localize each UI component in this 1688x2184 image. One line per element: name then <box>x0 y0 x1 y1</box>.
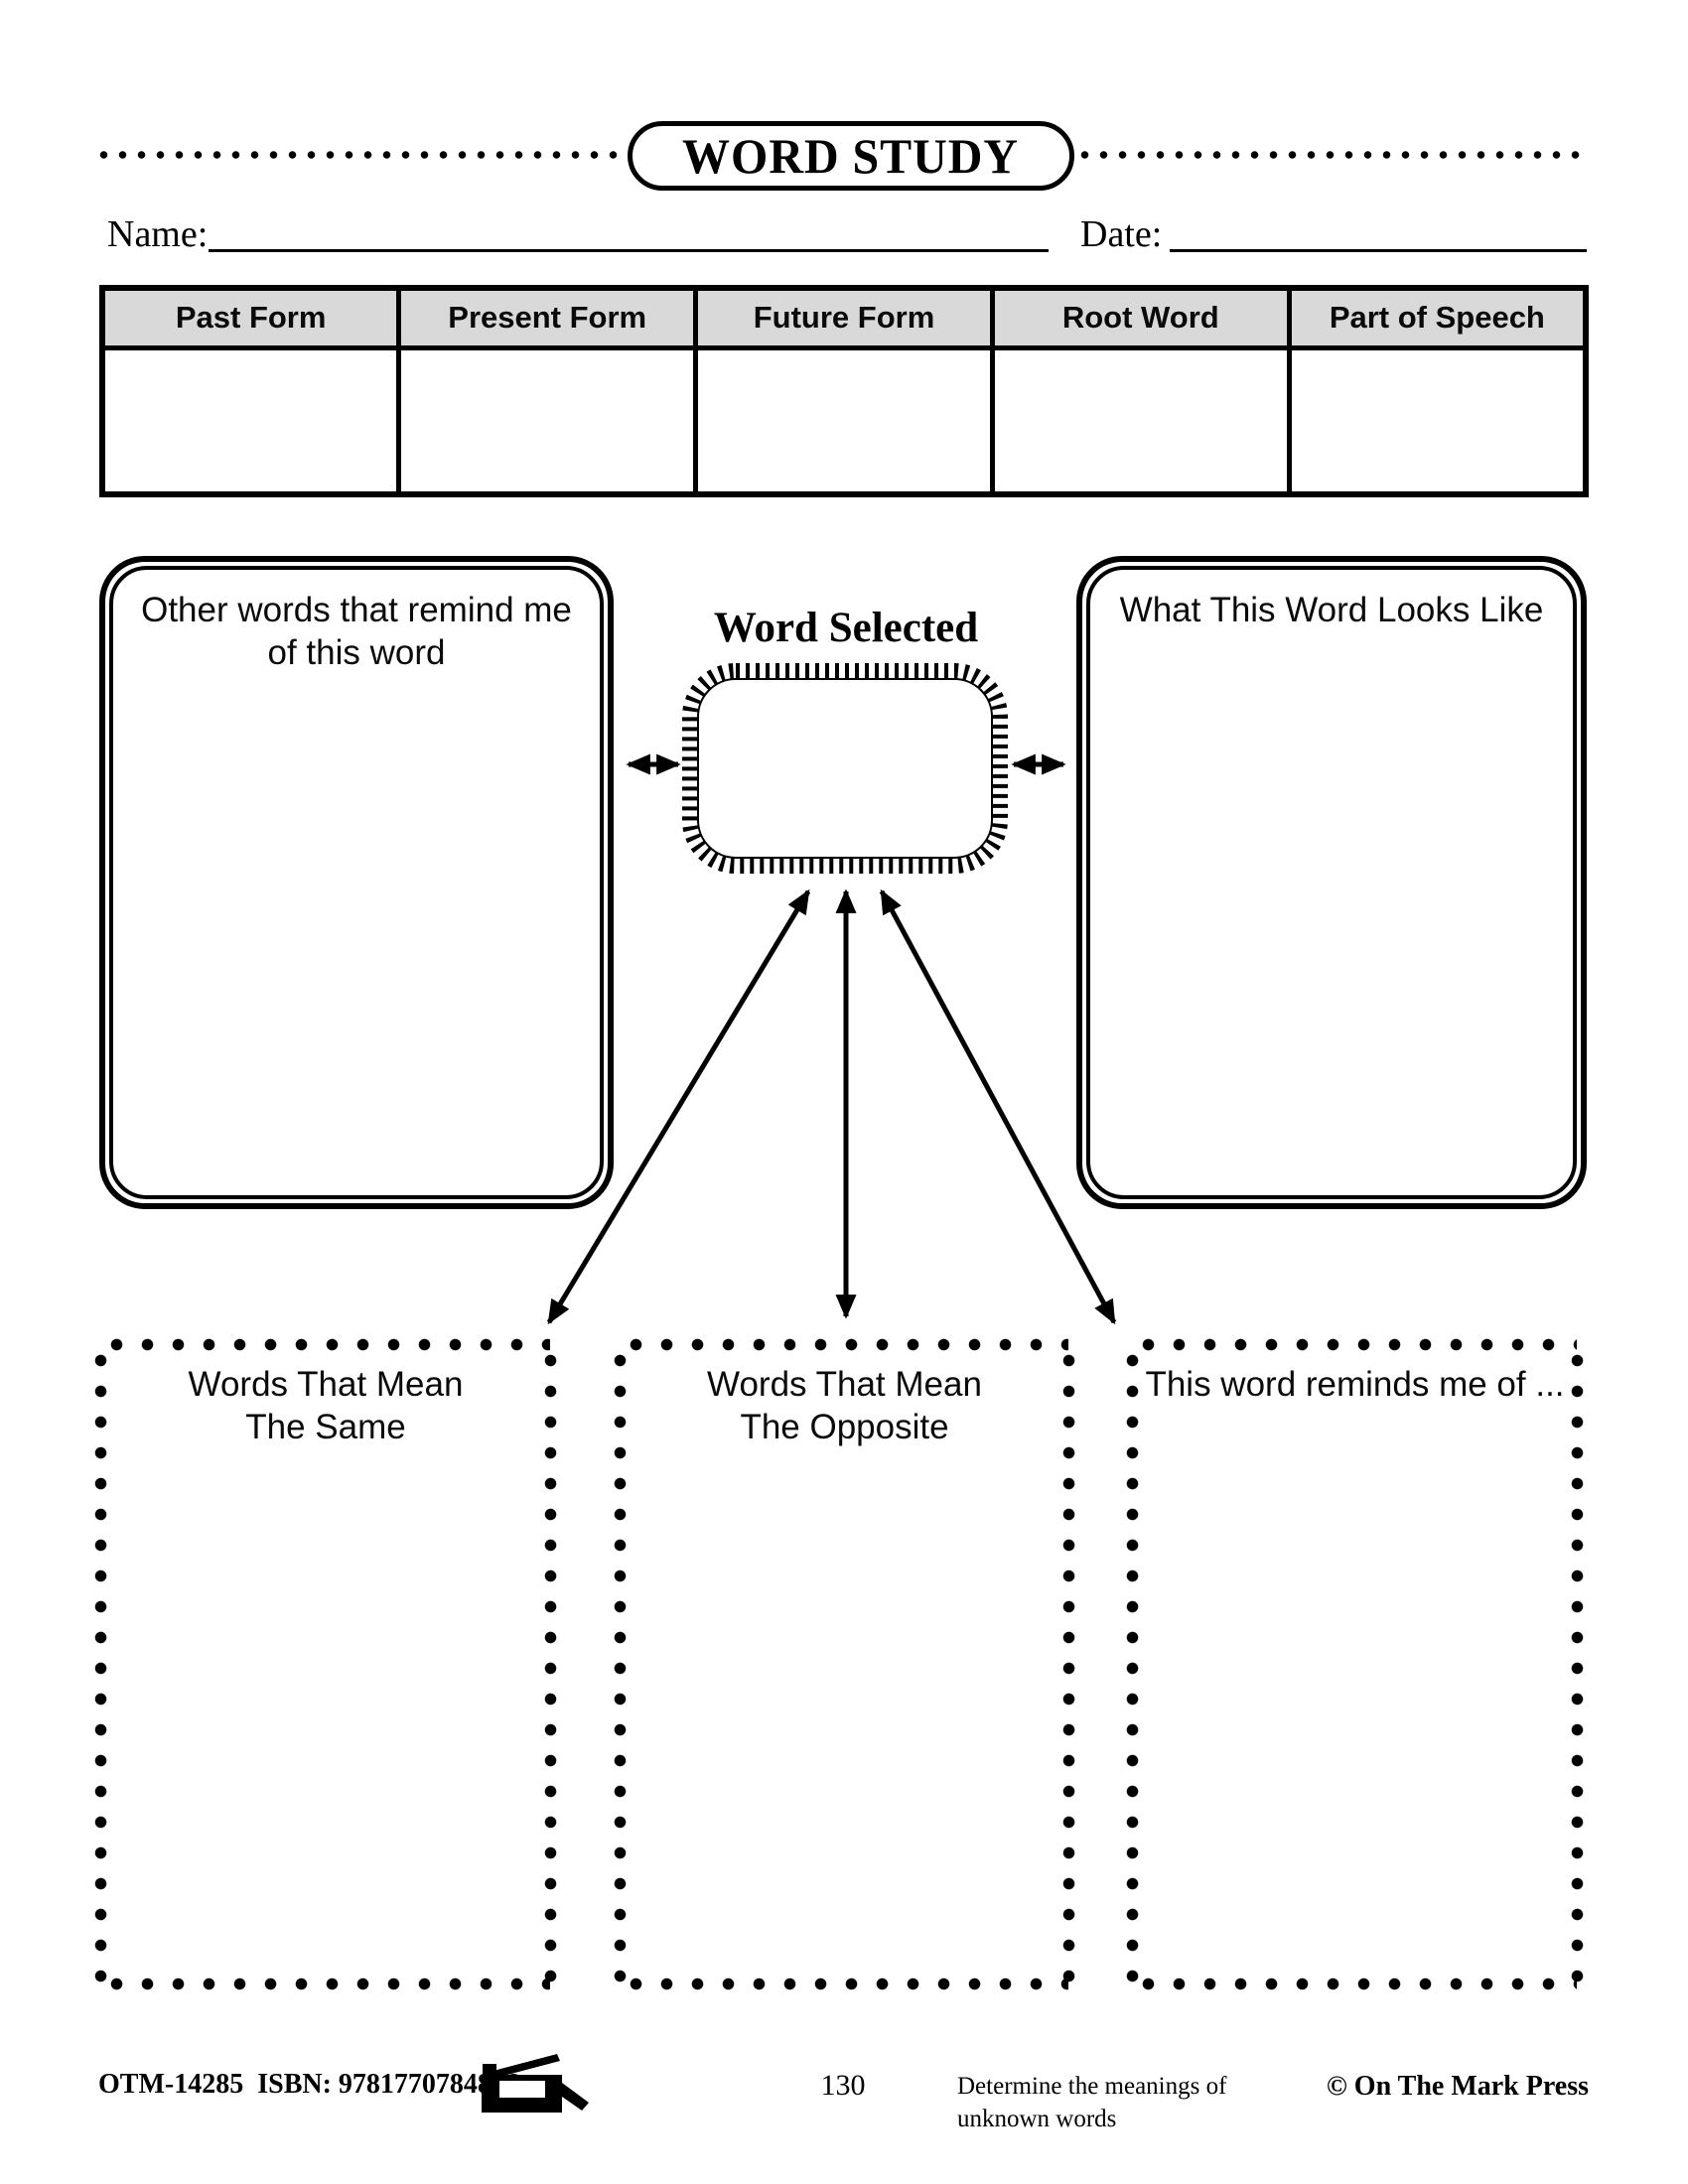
synonyms-box-border-bottom <box>101 1978 550 1990</box>
footer-description: Determine the meanings of unknown words <box>957 2071 1226 2135</box>
synonyms-title: Words That Mean The Same <box>94 1338 557 1448</box>
other-words-title-line2: of this word <box>267 632 446 672</box>
other-words-box-inner: Other words that remind me of this word <box>109 566 604 1199</box>
word-selected-label: Word Selected <box>713 605 979 651</box>
product-code: OTM-14285 <box>98 2069 244 2100</box>
table-cell-past-form <box>99 344 402 497</box>
page-number: 130 <box>820 2069 866 2102</box>
synonyms-title-line1: Words That Mean <box>188 1365 464 1404</box>
synonyms-box-border-left <box>94 1345 107 1983</box>
table-header-row: Past Form Present Form Future Form Root … <box>99 285 1589 350</box>
table-cell-root-word <box>989 344 1292 497</box>
reminds-box-border-bottom <box>1133 1978 1577 1990</box>
table-cell-part-of-speech <box>1286 344 1589 497</box>
synonyms-box-border-top <box>101 1338 550 1351</box>
table-cell-present-form <box>396 344 699 497</box>
antonyms-title: Words That Mean The Opposite <box>614 1338 1075 1448</box>
date-line <box>1170 249 1587 252</box>
reminds-box-border-right <box>1571 1345 1584 1983</box>
name-line <box>209 249 1049 252</box>
table-cell-future-form <box>693 344 995 497</box>
column-header-future-form: Future Form <box>693 285 995 350</box>
reminds-box-border-left <box>1126 1345 1139 1983</box>
date-label: Date: <box>1080 213 1163 255</box>
footer-description-line1: Determine the meanings of <box>957 2073 1227 2100</box>
antonyms-box-border-bottom <box>621 1978 1068 1990</box>
word-selected-box-inner-line <box>697 678 993 859</box>
word-forms-table: Past Form Present Form Future Form Root … <box>99 285 1589 497</box>
antonyms-box-border-top <box>621 1338 1068 1351</box>
footer-description-line2: unknown words <box>957 2105 1117 2132</box>
column-header-present-form: Present Form <box>396 285 699 350</box>
isbn: ISBN: 9781770784826 <box>257 2069 519 2100</box>
synonyms-title-line2: The Same <box>245 1407 406 1446</box>
page-title: WORD STUDY <box>682 128 1020 184</box>
other-words-title: Other words that remind me of this word <box>113 590 600 674</box>
synonyms-box: Words That Mean The Same <box>94 1338 557 1990</box>
looks-like-title: What This Word Looks Like <box>1119 591 1544 629</box>
antonyms-title-line2: The Opposite <box>740 1407 949 1446</box>
antonyms-box-border-left <box>614 1345 627 1983</box>
other-words-box: Other words that remind me of this word <box>99 556 614 1209</box>
antonyms-box-border-right <box>1062 1345 1075 1983</box>
column-header-part-of-speech: Part of Speech <box>1286 285 1589 350</box>
column-header-root-word: Root Word <box>989 285 1292 350</box>
antonyms-box: Words That Mean The Opposite <box>614 1338 1075 1990</box>
table-row <box>99 344 1589 497</box>
page-title-badge: WORD STUDY <box>628 121 1074 191</box>
other-words-title-line1: Other words that remind me <box>141 591 572 629</box>
reminds-box: This word reminds me of ... <box>1126 1338 1584 1990</box>
reminds-box-border-top <box>1133 1338 1577 1351</box>
word-selected-box-hatch-border <box>682 663 1008 874</box>
publisher-credit: © On The Mark Press <box>1326 2071 1589 2102</box>
reminds-title: This word reminds me of ... <box>1145 1365 1565 1404</box>
antonyms-title-line1: Words That Mean <box>707 1365 982 1404</box>
column-header-past-form: Past Form <box>99 285 402 350</box>
looks-like-box-inner: What This Word Looks Like <box>1086 566 1577 1199</box>
looks-like-box: What This Word Looks Like <box>1076 556 1587 1209</box>
synonyms-box-border-right <box>544 1345 557 1983</box>
name-label: Name: <box>107 213 209 255</box>
footer-code: OTM-14285 ISBN: 9781770784826 <box>98 2069 519 2101</box>
photocopier-icon <box>482 2054 589 2113</box>
